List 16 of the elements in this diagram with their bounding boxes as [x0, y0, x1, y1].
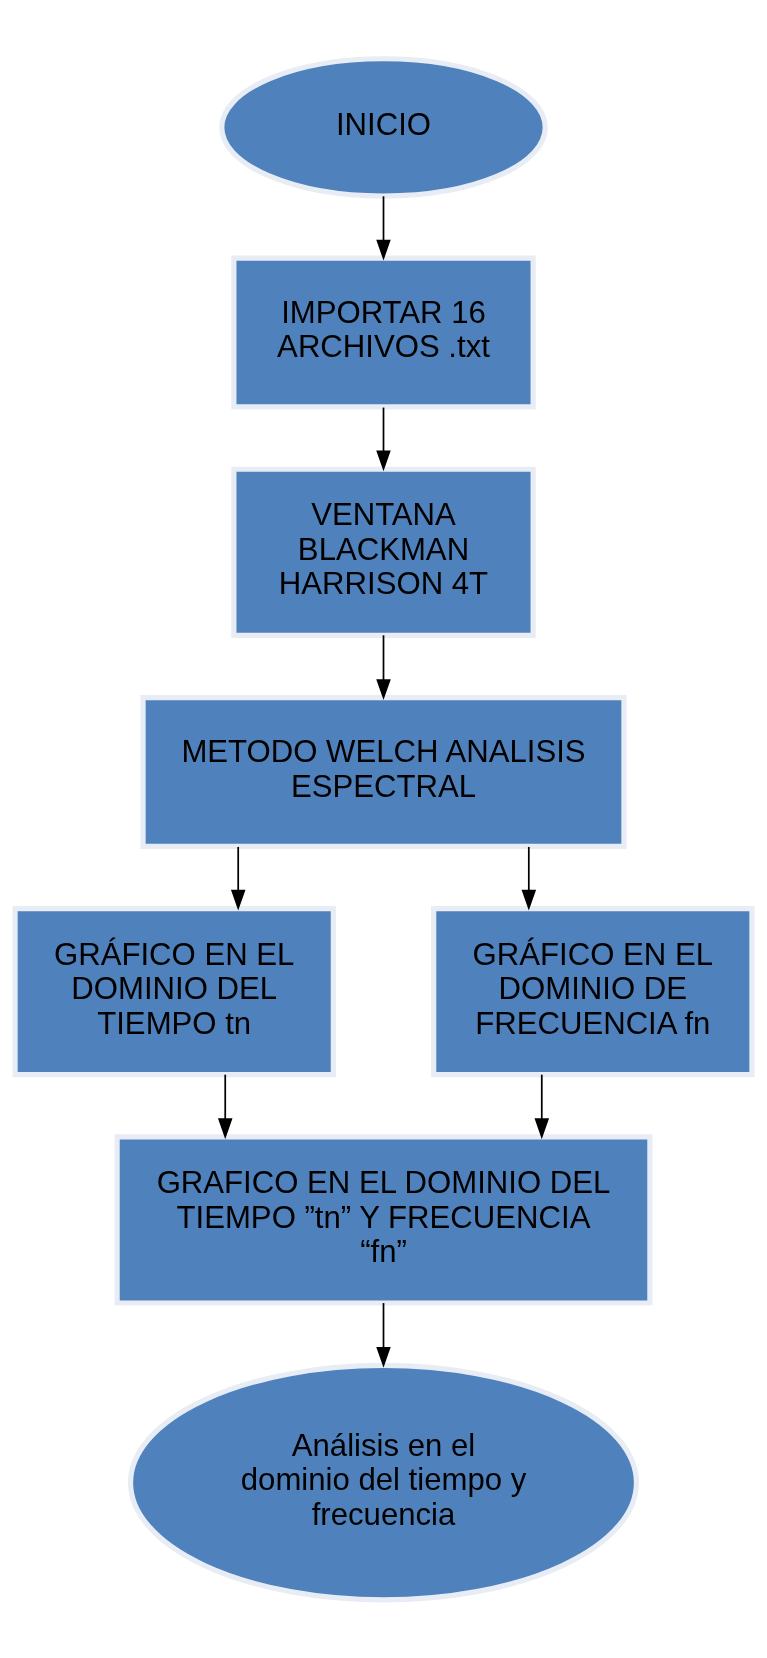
node-ellipse: INICIO — [219, 55, 548, 199]
arrow — [376, 406, 391, 471]
arrow — [217, 1073, 233, 1139]
node-ellipse: Análisis en el dominio del tiempo y frecuencia — [127, 1362, 640, 1602]
node-box: VENTANA BLACKMAN HARRISON 4T — [231, 466, 536, 638]
arrow — [521, 845, 537, 911]
arrow — [376, 194, 391, 260]
node-box: GRAFICO EN EL DOMINIO DEL TIEMPO ”tn” Y FRECUENCIA “fn” — [114, 1133, 653, 1306]
node-box: GRÁFICO EN EL DOMINIO DE FRECUENCIA fn — [431, 905, 755, 1077]
node-box: METODO WELCH ANALISIS ESPECTRAL — [140, 694, 627, 849]
arrow — [376, 1301, 391, 1368]
node-box: GRÁFICO EN EL DOMINIO DEL TIEMPO tn — [12, 905, 336, 1077]
arrow — [534, 1073, 550, 1139]
arrow — [376, 633, 391, 700]
arrow — [230, 845, 246, 911]
node-box: IMPORTAR 16 ARCHIVOS .txt — [231, 255, 536, 410]
